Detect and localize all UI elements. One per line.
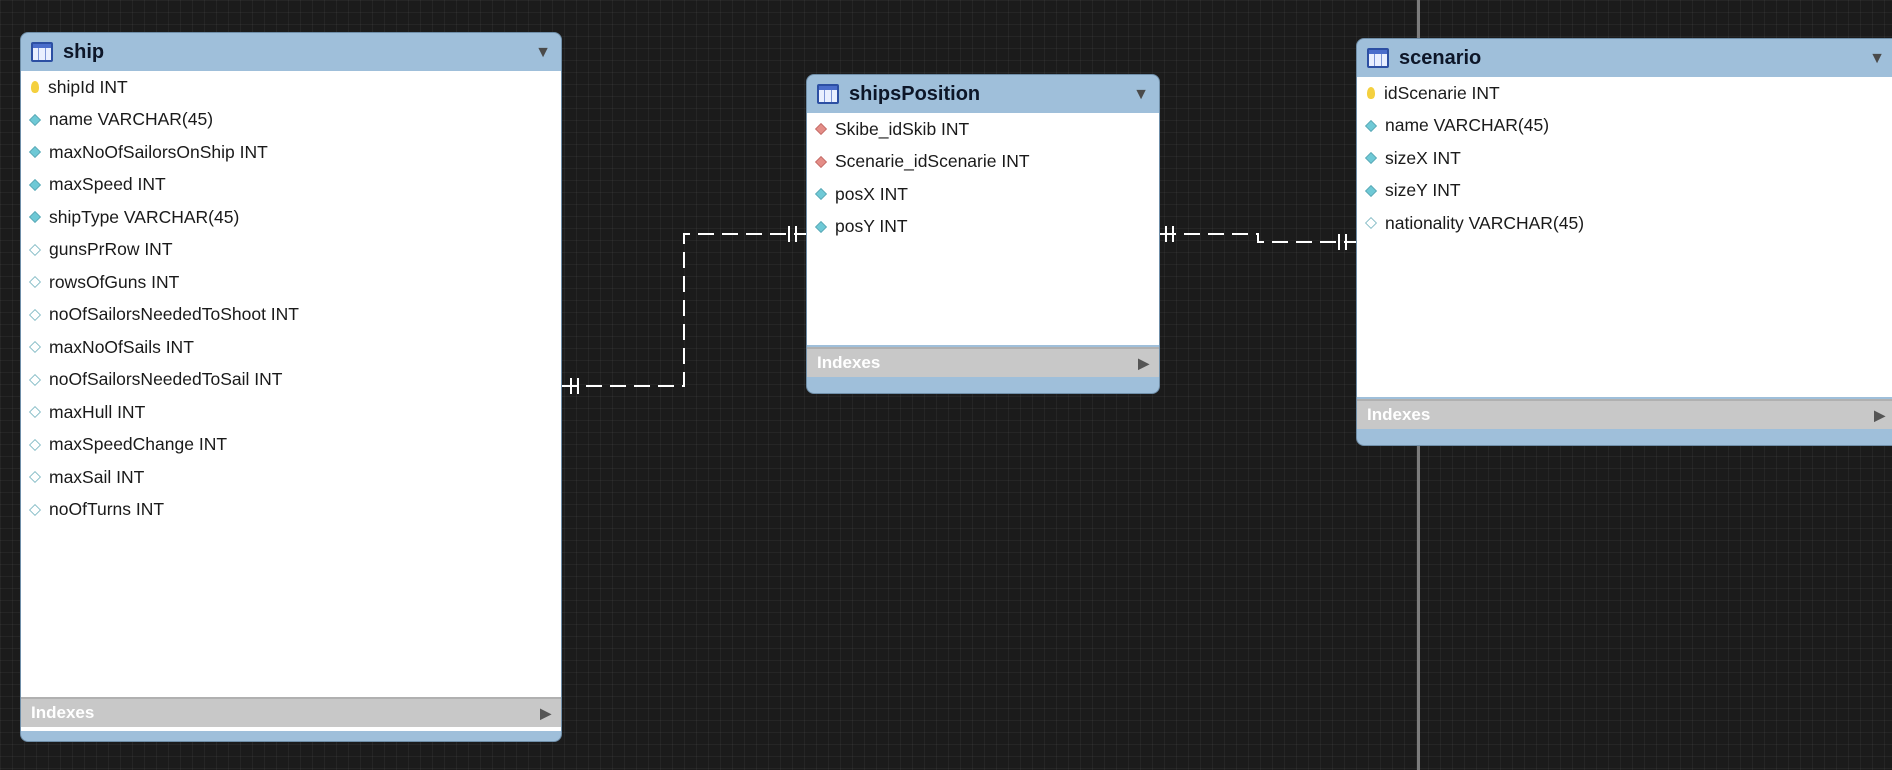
column-row[interactable]: noOfSailorsNeededToShoot INT	[21, 299, 561, 332]
column-label: shipId INT	[48, 76, 128, 97]
column-row[interactable]: maxHull INT	[21, 396, 561, 429]
entity-shipsposition[interactable]: shipsPosition ▼ Skibe_idSkib INT Scenari…	[806, 74, 1160, 394]
relationship-ship-shipsposition[interactable]	[562, 226, 806, 394]
indexes-label: Indexes	[1367, 405, 1431, 424]
column-label: name VARCHAR(45)	[1385, 115, 1550, 136]
entity-scenario[interactable]: scenario ▼ idScenarie INT name VARCHAR(4…	[1356, 38, 1892, 446]
indexes-bar[interactable]: Indexes ▶	[807, 347, 1159, 377]
column-label: posY INT	[835, 216, 908, 237]
column-label: sizeY INT	[1385, 180, 1461, 201]
not-null-column-icon	[814, 188, 828, 201]
column-label: noOfSailorsNeededToShoot INT	[49, 304, 299, 325]
nullable-column-icon	[28, 503, 42, 516]
column-label: rowsOfGuns INT	[49, 271, 180, 292]
table-icon	[1367, 48, 1389, 68]
expand-arrow-icon[interactable]: ▶	[540, 704, 551, 721]
entity-ship[interactable]: ship ▼ shipId INT name VARCHAR(45) maxNo…	[20, 32, 562, 742]
nullable-column-icon	[28, 471, 42, 484]
column-row[interactable]: sizeY INT	[1357, 175, 1892, 208]
entity-header[interactable]: scenario ▼	[1357, 39, 1892, 77]
entity-header[interactable]: shipsPosition ▼	[807, 75, 1159, 113]
not-null-column-icon	[1364, 184, 1378, 197]
nullable-column-icon	[28, 308, 42, 321]
column-label: noOfSailorsNeededToSail INT	[49, 369, 283, 390]
column-row[interactable]: maxNoOfSailorsOnShip INT	[21, 136, 561, 169]
table-icon	[817, 84, 839, 104]
indexes-bar[interactable]: Indexes ▶	[1357, 399, 1892, 429]
column-row[interactable]: sizeX INT	[1357, 142, 1892, 175]
primary-key-icon	[1367, 87, 1375, 100]
column-row[interactable]: name VARCHAR(45)	[1357, 110, 1892, 143]
column-row[interactable]: maxSpeedChange INT	[21, 429, 561, 462]
entity-title: ship	[63, 40, 105, 63]
not-null-column-icon	[1364, 119, 1378, 132]
indexes-label: Indexes	[817, 353, 881, 372]
entity-title: shipsPosition	[849, 82, 981, 105]
column-label: gunsPrRow INT	[49, 239, 173, 260]
column-row[interactable]: idScenarie INT	[1357, 77, 1892, 110]
column-row[interactable]: shipId INT	[21, 71, 561, 104]
column-row[interactable]: nationality VARCHAR(45)	[1357, 207, 1892, 240]
foreign-key-icon	[814, 123, 828, 136]
indexes-label: Indexes	[31, 703, 95, 722]
column-label: nationality VARCHAR(45)	[1385, 212, 1585, 233]
collapse-triangle-icon[interactable]: ▼	[1133, 86, 1149, 103]
column-row[interactable]: Skibe_idSkib INT	[807, 113, 1159, 146]
column-row[interactable]: maxNoOfSails INT	[21, 331, 561, 364]
collapse-triangle-icon[interactable]: ▼	[535, 44, 551, 61]
entity-title: scenario	[1399, 46, 1482, 69]
collapse-triangle-icon[interactable]: ▼	[1869, 50, 1885, 67]
column-label: shipType VARCHAR(45)	[49, 206, 240, 227]
nullable-column-icon	[28, 406, 42, 419]
column-list: idScenarie INT name VARCHAR(45) sizeX IN…	[1357, 77, 1892, 397]
column-label: maxNoOfSails INT	[49, 336, 194, 357]
column-label: maxSpeed INT	[49, 174, 166, 195]
not-null-column-icon	[28, 113, 42, 126]
nullable-column-icon	[28, 243, 42, 256]
column-label: maxHull INT	[49, 401, 146, 422]
column-row[interactable]: noOfTurns INT	[21, 494, 561, 527]
foreign-key-icon	[814, 155, 828, 168]
column-label: name VARCHAR(45)	[49, 109, 214, 130]
nullable-column-icon	[1364, 217, 1378, 230]
column-label: maxNoOfSailorsOnShip INT	[49, 141, 268, 162]
column-label: sizeX INT	[1385, 147, 1461, 168]
column-row[interactable]: shipType VARCHAR(45)	[21, 201, 561, 234]
nullable-column-icon	[28, 341, 42, 354]
entity-header[interactable]: ship ▼	[21, 33, 561, 71]
primary-key-icon	[31, 81, 39, 94]
column-label: maxSpeedChange INT	[49, 434, 228, 455]
column-label: idScenarie INT	[1384, 82, 1500, 103]
indexes-bar[interactable]: Indexes ▶	[21, 697, 561, 727]
column-row[interactable]: maxSpeed INT	[21, 169, 561, 202]
column-list: Skibe_idSkib INT Scenarie_idScenarie INT…	[807, 113, 1159, 345]
column-label: maxSail INT	[49, 466, 145, 487]
not-null-column-icon	[814, 220, 828, 233]
not-null-column-icon	[28, 178, 42, 191]
table-icon	[31, 42, 53, 62]
column-row[interactable]: rowsOfGuns INT	[21, 266, 561, 299]
column-row[interactable]: maxSail INT	[21, 461, 561, 494]
column-label: noOfTurns INT	[49, 499, 165, 520]
column-row[interactable]: noOfSailorsNeededToSail INT	[21, 364, 561, 397]
column-label: Skibe_idSkib INT	[835, 118, 970, 139]
nullable-column-icon	[28, 373, 42, 386]
not-null-column-icon	[28, 211, 42, 224]
column-label: Scenarie_idScenarie INT	[835, 151, 1030, 172]
not-null-column-icon	[28, 146, 42, 159]
not-null-column-icon	[1364, 152, 1378, 165]
expand-arrow-icon[interactable]: ▶	[1138, 354, 1149, 371]
column-label: posX INT	[835, 183, 908, 204]
nullable-column-icon	[28, 276, 42, 289]
column-row[interactable]: Scenarie_idScenarie INT	[807, 146, 1159, 179]
column-row[interactable]: name VARCHAR(45)	[21, 104, 561, 137]
column-list: shipId INT name VARCHAR(45) maxNoOfSailo…	[21, 71, 561, 731]
column-row[interactable]: posX INT	[807, 178, 1159, 211]
expand-arrow-icon[interactable]: ▶	[1874, 406, 1885, 423]
nullable-column-icon	[28, 438, 42, 451]
column-row[interactable]: posY INT	[807, 211, 1159, 244]
relationship-shipsposition-scenario[interactable]	[1160, 226, 1356, 250]
column-row[interactable]: gunsPrRow INT	[21, 234, 561, 267]
